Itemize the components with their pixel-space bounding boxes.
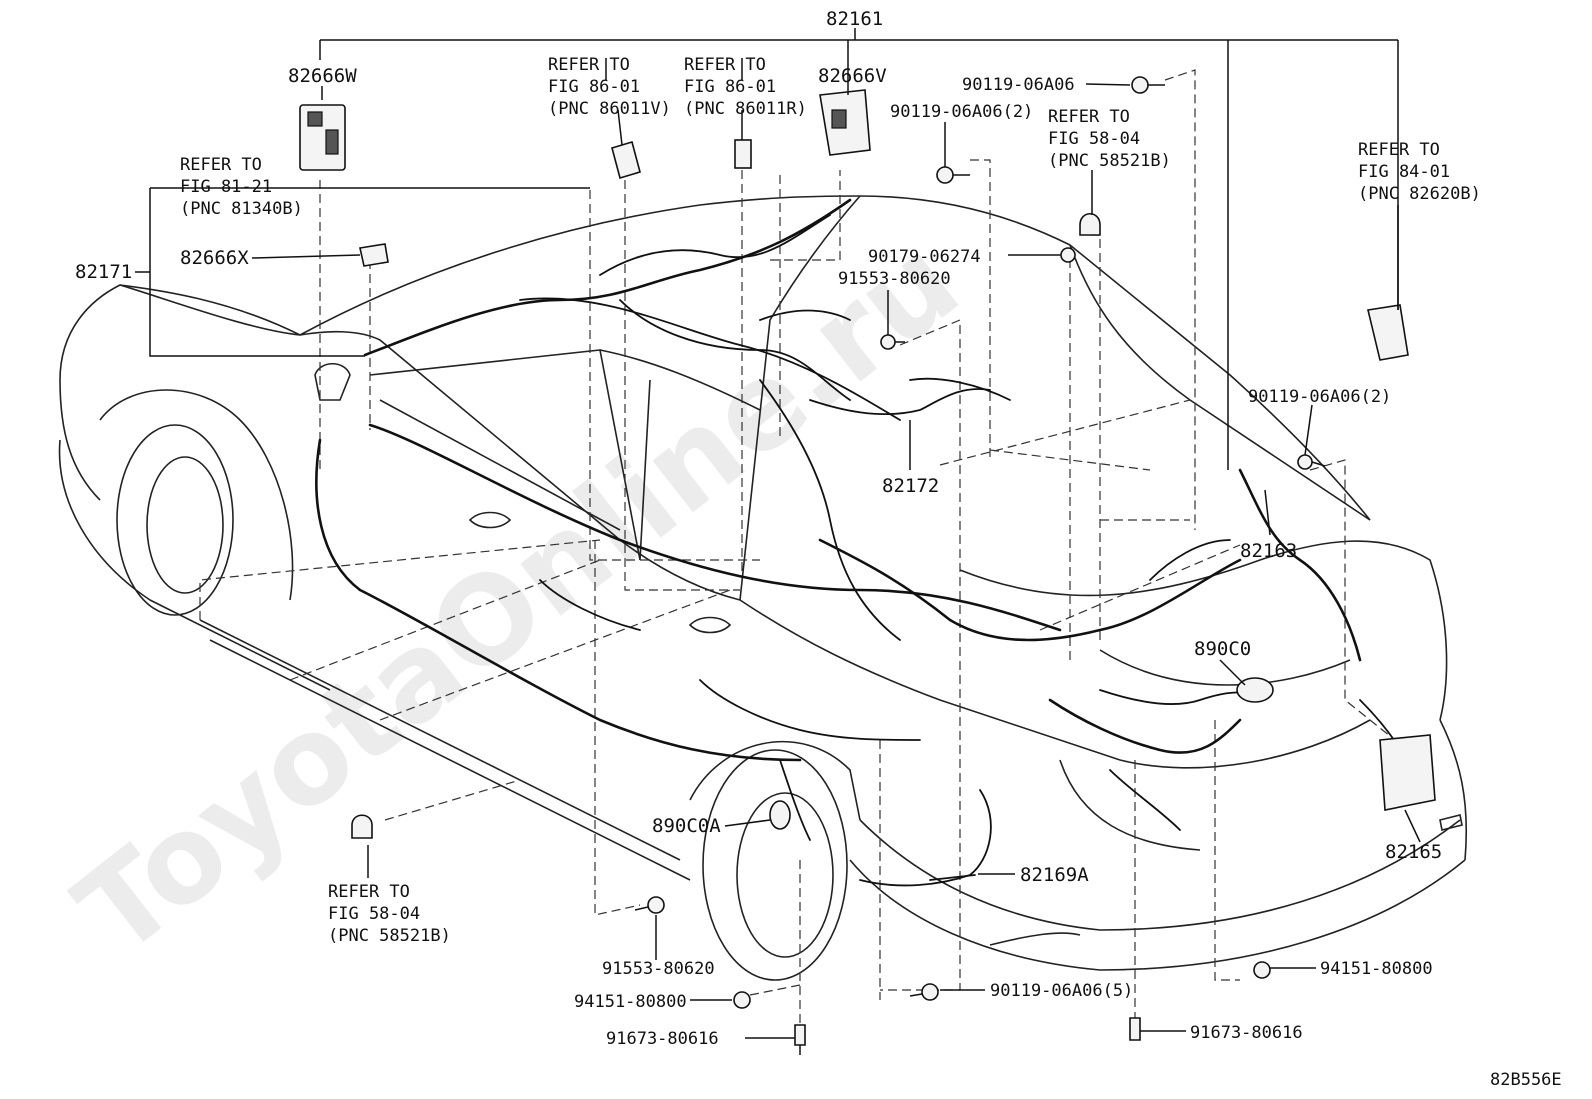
leader-lines — [135, 28, 1421, 1039]
nut-90179-06274-icon — [1060, 247, 1076, 263]
label-ref81-line2: FIG 81-21 — [180, 177, 272, 197]
label-ref58-top-line3: (PNC 58521B) — [1048, 151, 1171, 171]
nut-94151-80800-right-icon — [1253, 961, 1271, 979]
label-ref81-line1: REFER TO — [180, 155, 262, 175]
watermark: ToyotaOnline.ru — [52, 212, 984, 983]
label-ref84-line1: REFER TO — [1358, 140, 1440, 160]
label-ref58-top-line1: REFER TO — [1048, 107, 1130, 127]
label-82171: 82171 — [75, 261, 132, 283]
part-890C0 — [1236, 677, 1274, 703]
label-82165: 82165 — [1385, 841, 1442, 863]
label-82172: 82172 — [882, 475, 939, 497]
label-94151-80800-left: 94151-80800 — [574, 992, 687, 1012]
bolt-90119-06A06-2-right-icon — [1297, 454, 1326, 470]
label-82169A: 82169A — [1020, 864, 1089, 886]
label-ref86-r-line3: (PNC 86011R) — [684, 99, 807, 119]
label-ref58-top-line2: FIG 58-04 — [1048, 129, 1140, 149]
part-labels: 82161 82666W REFER TO FIG 86-01 (PNC 860… — [75, 8, 1562, 1090]
label-82163: 82163 — [1240, 540, 1297, 562]
label-90119-06A06-2-right: 90119-06A06(2) — [1248, 387, 1391, 407]
label-91673-80616-right: 91673-80616 — [1190, 1023, 1303, 1043]
label-ref84-line3: (PNC 82620B) — [1358, 184, 1481, 204]
label-82666X: 82666X — [180, 247, 249, 269]
wiring-harnesses — [315, 198, 1421, 887]
part-82165 — [1379, 734, 1436, 811]
label-90119-06A06-2: 90119-06A06(2) — [890, 102, 1033, 122]
part-86011V — [611, 140, 641, 180]
label-ref84-line2: FIG 84-01 — [1358, 162, 1450, 182]
components — [299, 76, 1436, 1055]
label-91553-80620-top: 91553-80620 — [838, 269, 951, 289]
bolt-90119-06A06-icon — [1131, 76, 1165, 94]
label-82666W: 82666W — [288, 65, 357, 87]
label-890C0A: 890C0A — [652, 815, 721, 837]
clip-58521B-bottom-icon — [351, 814, 373, 839]
part-82169A — [929, 874, 976, 881]
part-82666X — [359, 243, 389, 267]
label-90119-06A06-5: 90119-06A06(5) — [990, 981, 1133, 1001]
label-ref86-v-line1: REFER TO — [548, 55, 630, 75]
label-90119-06A06: 90119-06A06 — [962, 75, 1075, 95]
bolt-91673-80616-right-icon — [1129, 1017, 1141, 1041]
label-ref86-r-line2: FIG 86-01 — [684, 77, 776, 97]
label-82666V: 82666V — [818, 65, 887, 87]
label-ref81-line3: (PNC 81340B) — [180, 199, 303, 219]
bolt-90119-06A06-5-icon — [909, 983, 939, 1001]
nut-94151-80800-left-icon — [733, 991, 751, 1009]
label-ref58-bottom-line3: (PNC 58521B) — [328, 926, 451, 946]
clip-58521B-top-icon — [1079, 212, 1101, 236]
bolt-90119-06A06-2-icon — [936, 166, 970, 184]
car-body-outline — [58, 195, 1468, 981]
bolt-91673-80616-left-icon — [794, 1024, 806, 1055]
label-ref86-v-line2: FIG 86-01 — [548, 77, 640, 97]
label-82161: 82161 — [826, 8, 883, 30]
figure-code: 82B556E — [1490, 1070, 1562, 1090]
label-890C0: 890C0 — [1194, 638, 1251, 660]
screw-91553-80620-bottom-icon — [634, 896, 665, 914]
label-94151-80800-right: 94151-80800 — [1320, 959, 1433, 979]
label-ref58-bottom-line2: FIG 58-04 — [328, 904, 420, 924]
label-ref58-bottom-line1: REFER TO — [328, 882, 410, 902]
label-90179-06274: 90179-06274 — [868, 247, 981, 267]
label-91673-80616-left: 91673-80616 — [606, 1029, 719, 1049]
part-890C0A — [769, 800, 791, 830]
part-86011R — [734, 139, 752, 169]
part-82620B — [1367, 304, 1409, 361]
label-91553-80620-bottom: 91553-80620 — [602, 959, 715, 979]
label-ref86-v-line3: (PNC 86011V) — [548, 99, 671, 119]
label-ref86-r-line1: REFER TO — [684, 55, 766, 75]
